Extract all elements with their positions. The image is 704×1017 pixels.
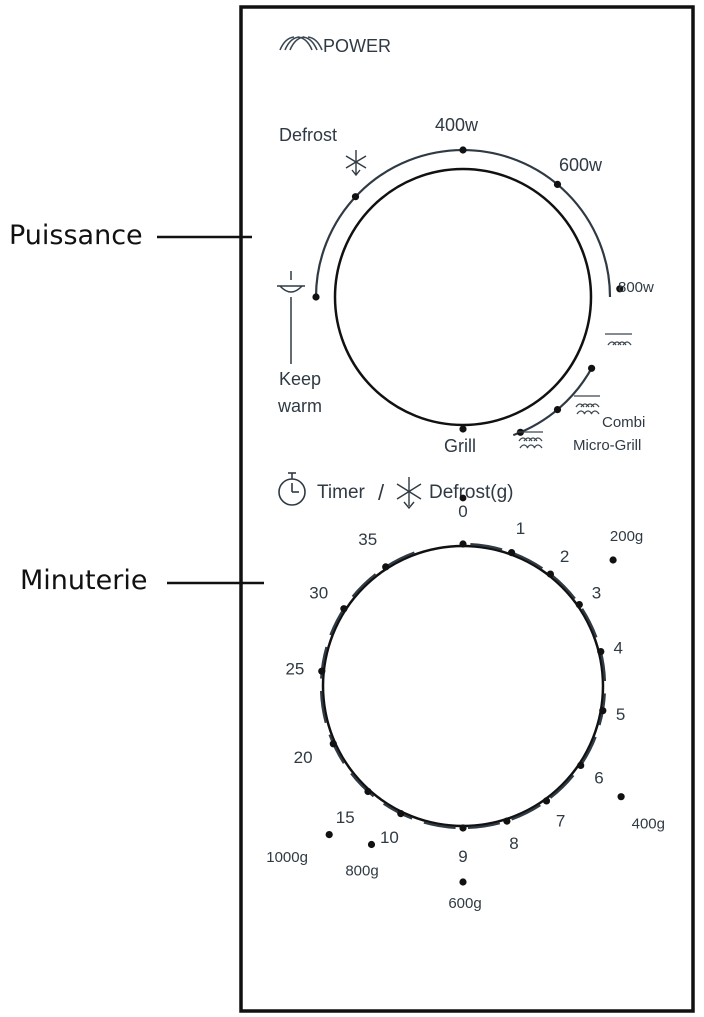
timer-minute-dot-15 (382, 563, 390, 571)
power-800w-label: 800w (618, 279, 654, 296)
timer-minute-dot-9 (459, 824, 467, 832)
timer-scale-segment-7 (549, 774, 575, 799)
power-marker-dot-4 (553, 406, 562, 414)
timer-minute-dot-2 (546, 570, 555, 578)
timer-scale-segment-10 (423, 821, 456, 829)
power-marker-dot-0 (459, 146, 467, 154)
timer-minute-dot-10 (397, 810, 405, 818)
power-marker-dot-7 (351, 193, 360, 201)
timer-minute-label-1: 1 (516, 519, 525, 538)
timer-minute-dot-7 (542, 797, 551, 805)
power-marker-dot-8 (459, 425, 467, 433)
timer-minute-dot-11 (364, 787, 372, 796)
weight-label-200g: 200g (610, 528, 643, 545)
timer-minute-label-10: 10 (380, 828, 399, 847)
timer-minute-label-4: 4 (613, 638, 622, 657)
timer-scale-segment-9 (467, 822, 501, 830)
power-marker-dot-1 (553, 180, 562, 188)
power-400w-label: 400w (435, 115, 479, 135)
combi-icon (605, 333, 632, 346)
timer-minute-dot-1 (508, 549, 516, 557)
timer-scale-segment-12 (350, 772, 375, 798)
timer-title-separator: / (378, 480, 385, 505)
weight-label-600g: 600g (448, 895, 481, 912)
power-marker-dot-6 (312, 293, 320, 301)
keep-warm-label-line2: warm (277, 396, 322, 416)
stopwatch-icon (278, 472, 306, 506)
power-600w-label: 600w (559, 155, 603, 175)
power-label: POWER (323, 36, 391, 56)
timer-dial-markers (318, 494, 625, 886)
timer-minute-dot-3 (575, 601, 583, 609)
timer-scale-segment-0 (470, 543, 503, 551)
combi-label-line1: Combi (602, 414, 645, 431)
timer-scale-segment-11 (382, 802, 413, 820)
timer-minute-label-35: 35 (358, 530, 377, 549)
timer-dial-knob[interactable] (321, 544, 605, 828)
defrost-snowflake-icon (345, 150, 367, 177)
timer-scale-segment-17 (351, 573, 377, 598)
weight-dot-400g (617, 793, 625, 801)
keep-warm-label-line1: Keep (279, 369, 321, 389)
power-dial-knob[interactable] (333, 167, 593, 427)
combi-micro-grill-icon (574, 395, 600, 415)
timer-weight-labels: 200g 400g 600g 800g 1000g (266, 528, 665, 912)
timer-scale-segment-13 (328, 734, 345, 764)
timer-minute-label-3: 3 (592, 584, 601, 603)
timer-minute-dot-8 (503, 817, 511, 825)
timer-scale-segment-14 (319, 690, 327, 724)
timer-minute-dot-14 (340, 605, 348, 613)
timer-scale-segment-3 (581, 608, 598, 638)
timer-zero-top-dot (459, 494, 467, 502)
grill-icon (517, 431, 543, 449)
timer-minute-label-2: 2 (560, 547, 569, 566)
timer-minute-label-8: 8 (509, 834, 518, 853)
timer-minute-label-0: 0 (458, 502, 467, 521)
weight-label-400g: 400g (632, 816, 665, 833)
combi-label-line2: Micro-Grill (573, 437, 641, 454)
weight-dot-200g (609, 556, 617, 564)
timer-minute-dot-0 (459, 540, 467, 548)
power-marker-dot-2 (616, 285, 624, 293)
weight-dot-1000g (325, 831, 333, 839)
power-dial[interactable] (312, 146, 624, 437)
timer-title: Timer (317, 482, 366, 503)
panel-frame (239, 5, 695, 1013)
weight-label-800g: 800g (345, 863, 378, 880)
timer-minute-dot-5 (599, 707, 607, 715)
weight-dot-800g (367, 840, 376, 849)
defrost-weight-title: Defrost(g) (429, 482, 513, 503)
timer-minute-label-30: 30 (309, 583, 328, 602)
defrost-snowflake-icon (396, 477, 422, 510)
callout-power: Puissance (9, 220, 143, 251)
timer-minute-dot-13 (318, 667, 326, 675)
keep-warm-bowl-icon (277, 271, 305, 364)
timer-scale-segment-8 (511, 804, 541, 821)
weight-label-1000g: 1000g (266, 849, 308, 866)
timer-minute-label-9: 9 (458, 847, 467, 866)
timer-minute-dot-4 (597, 648, 605, 656)
timer-minute-label-7: 7 (556, 811, 565, 830)
timer-minute-label-15: 15 (336, 808, 355, 827)
timer-minute-label-5: 5 (616, 705, 625, 724)
timer-minute-labels: 0 1 2 3 4 5 6 7 8 9 10 15 20 25 30 35 (285, 502, 625, 866)
timer-minute-label-25: 25 (285, 659, 304, 678)
timer-minute-dot-6 (577, 761, 585, 770)
timer-minute-dot-12 (329, 740, 337, 748)
weight-dot-600g (459, 878, 467, 886)
power-marker-dot-3 (588, 364, 596, 372)
timer-minute-label-20: 20 (294, 748, 313, 767)
grill-label: Grill (444, 436, 476, 456)
microwave-waves-icon (279, 36, 323, 51)
timer-dial[interactable]: 0 1 2 3 4 5 6 7 8 9 10 15 20 25 30 35 200g 400g 600g 800g 1… (266, 494, 665, 912)
timer-scale-segment-15 (320, 646, 328, 679)
callout-timer: Minuterie (20, 565, 147, 596)
timer-minute-label-6: 6 (594, 769, 603, 788)
defrost-label: Defrost (279, 125, 337, 145)
